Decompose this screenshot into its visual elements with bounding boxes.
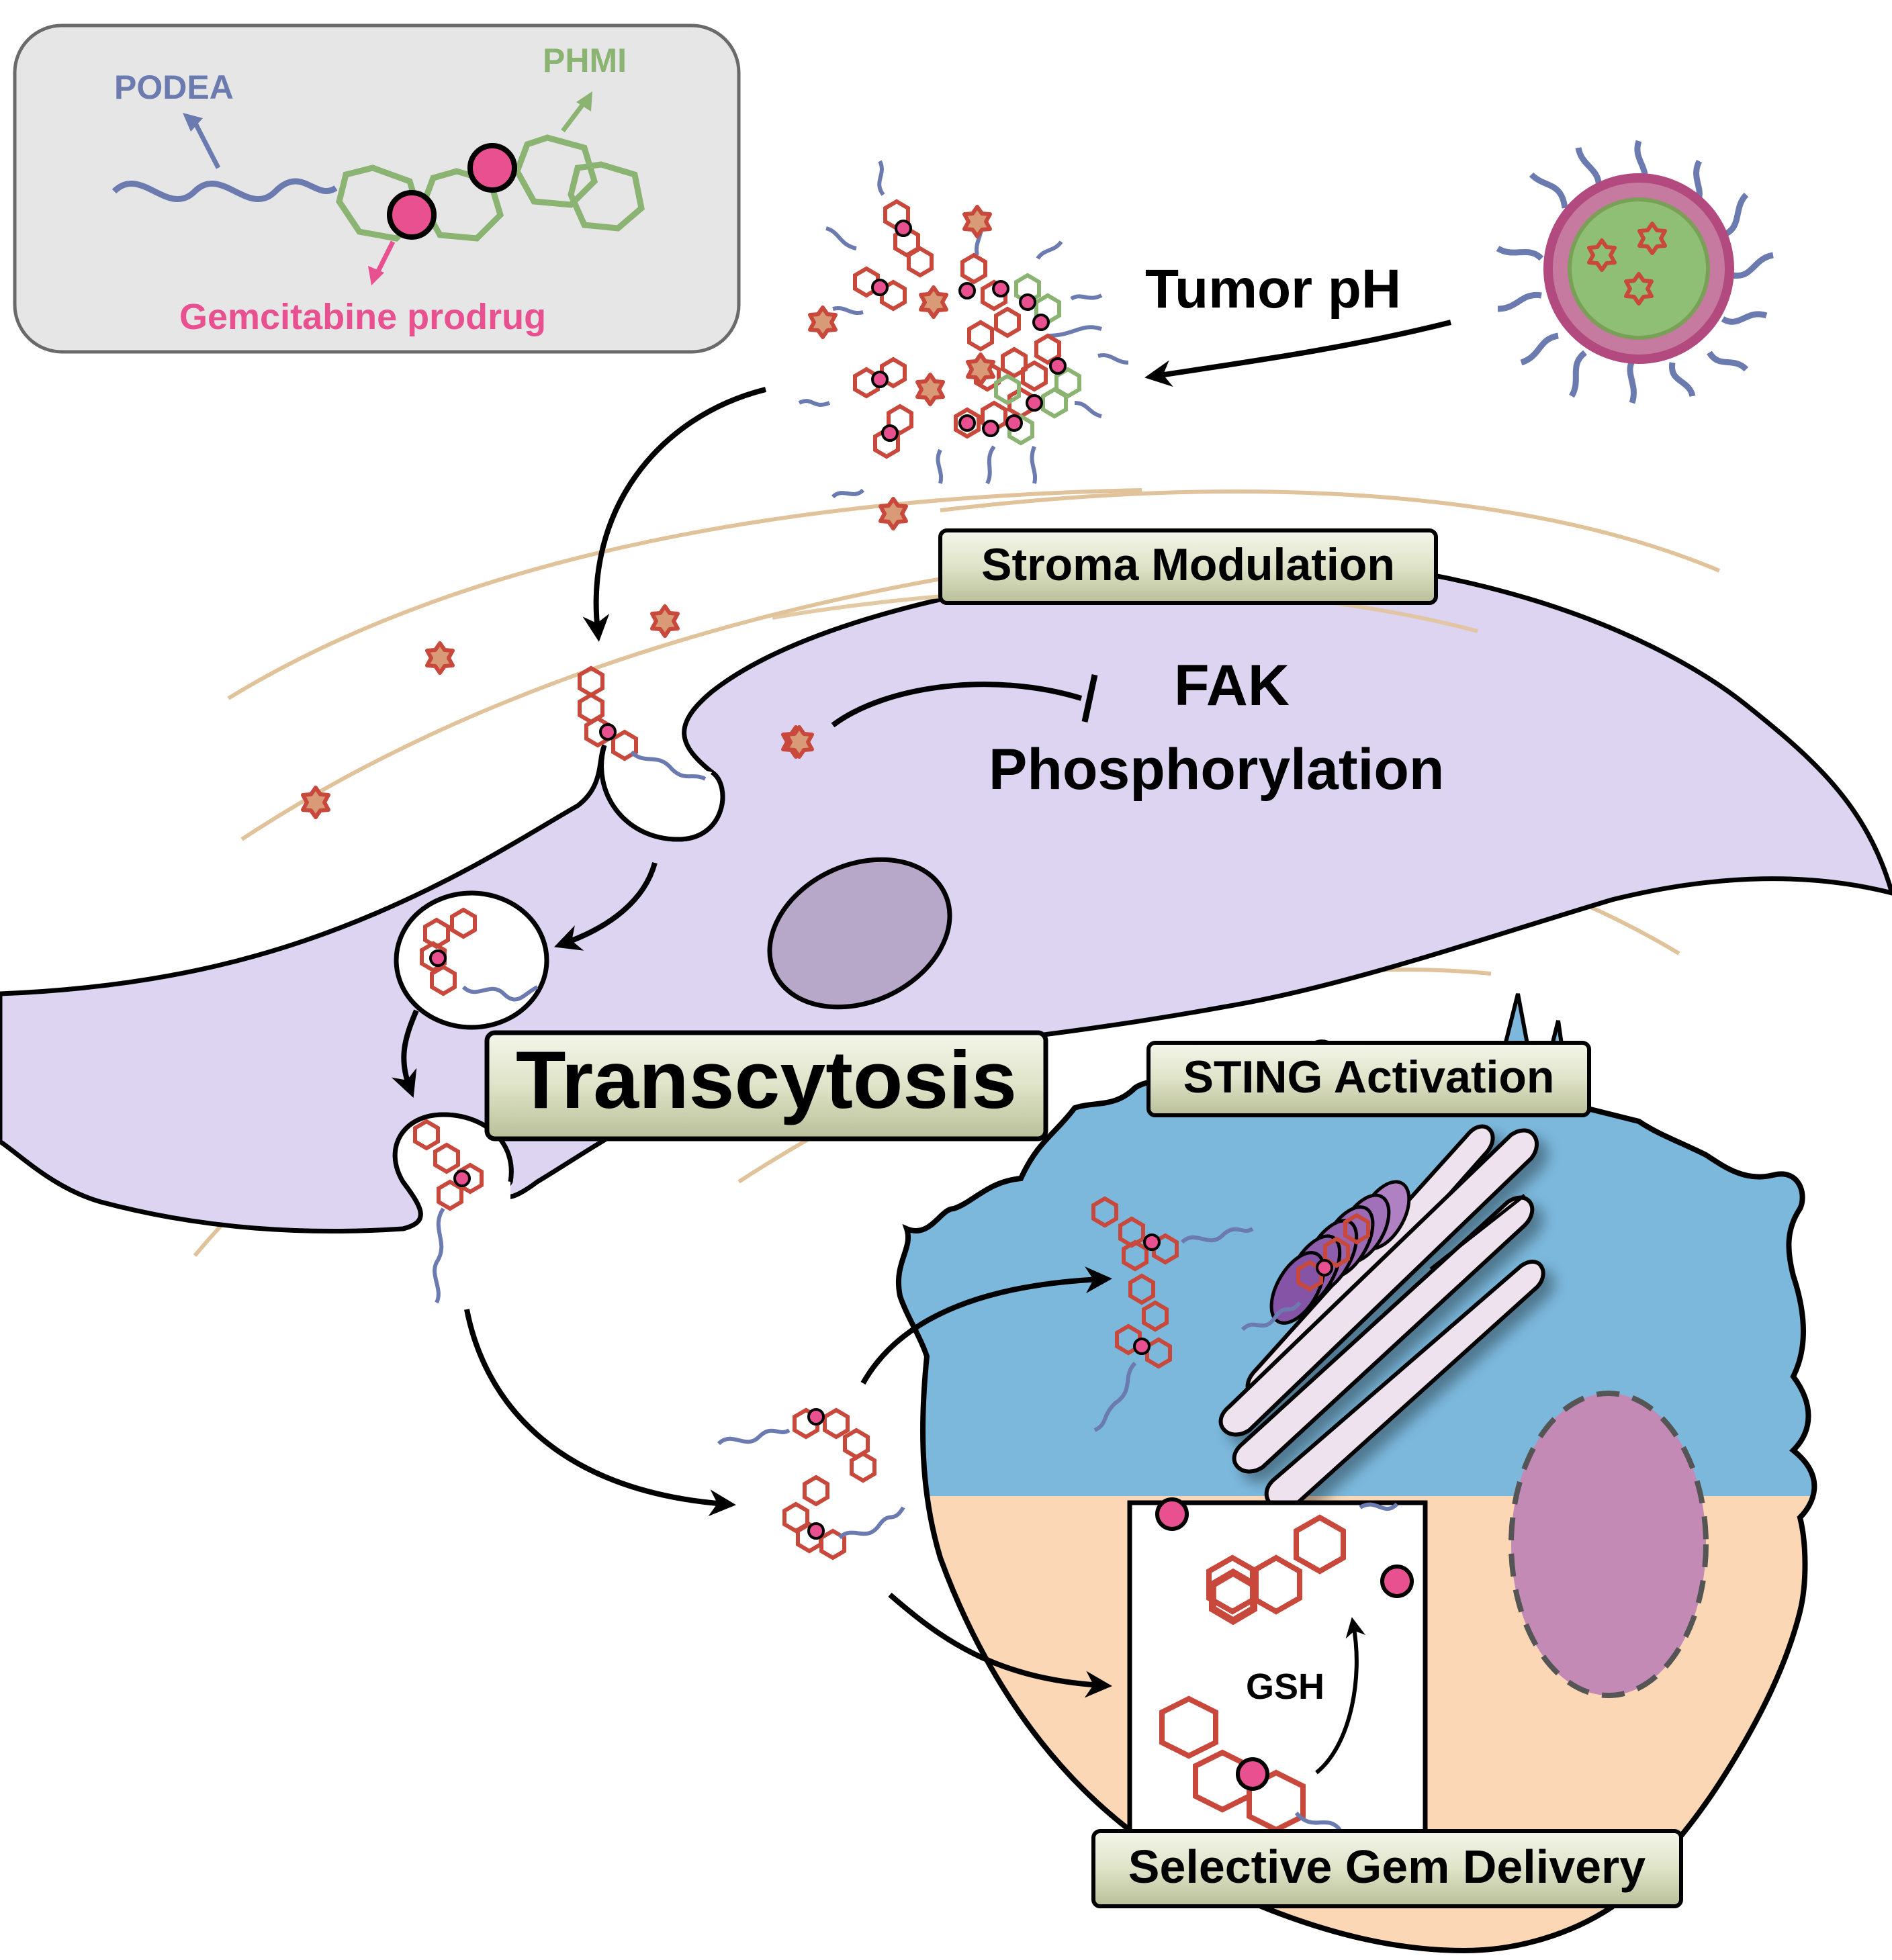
phosphorylation-label: Phosphorylation (989, 737, 1444, 802)
polymers-extracellular (717, 1408, 905, 1558)
transcytosis-box: Transcytosis (484, 1030, 1048, 1141)
gem-arrow (373, 240, 396, 277)
pathway-arrows (391, 320, 1451, 1698)
polymer-in-vesicle-2 (422, 910, 539, 1002)
micelle-nanoparticle (1496, 140, 1774, 404)
svg-text:STING Activation: STING Activation (1183, 1052, 1555, 1103)
endosome-vesicle (394, 890, 549, 1030)
stroma-modulation-box: Stroma Modulation (938, 528, 1438, 605)
podea-arrow (191, 118, 221, 169)
inset-panel: PODEA PHMI Gemcitabine prodrug (13, 24, 741, 354)
podea-label: PODEA (114, 68, 234, 106)
sting-complex (1269, 1180, 1411, 1325)
selective-gem-delivery-box: Selective Gem Delivery (1091, 1829, 1683, 1908)
fak-label: FAK (1174, 653, 1290, 718)
fibroblast-nucleus (767, 857, 952, 1010)
sting-bound-polymer (1241, 1215, 1368, 1332)
svg-text:Stroma Modulation: Stroma Modulation (981, 539, 1395, 590)
svg-text:Selective Gem Delivery: Selective Gem Delivery (1128, 1840, 1646, 1893)
gemcitabine-dot (387, 190, 437, 240)
tumor-nucleus (1508, 1391, 1709, 1698)
golgi-er-stack (1218, 1124, 1545, 1511)
gsh-label: GSH (1246, 1667, 1324, 1707)
sting-activation-box: STING Activation (1146, 1041, 1591, 1117)
polymers-in-tumor-cytosol (1093, 1199, 1254, 1432)
gsh-arrow (1315, 1617, 1366, 1775)
svg-text:Transcytosis: Transcytosis (516, 1034, 1017, 1125)
gem-delivery-window: GSH (1127, 1497, 1428, 1836)
phmi-arrow (561, 99, 588, 133)
disassembled-micelle (798, 160, 1129, 528)
inhibition-arrow (831, 682, 1083, 728)
gemcitabine-dot (467, 143, 517, 193)
tumor-ph-label: Tumor pH (1145, 259, 1401, 320)
polymer-in-vesicle-1 (580, 668, 707, 781)
phmi-label: PHMI (543, 42, 627, 79)
polymer-in-exit (415, 1121, 482, 1304)
podea-chain (111, 178, 338, 203)
gemcitabine-label: Gemcitabine prodrug (179, 297, 546, 337)
